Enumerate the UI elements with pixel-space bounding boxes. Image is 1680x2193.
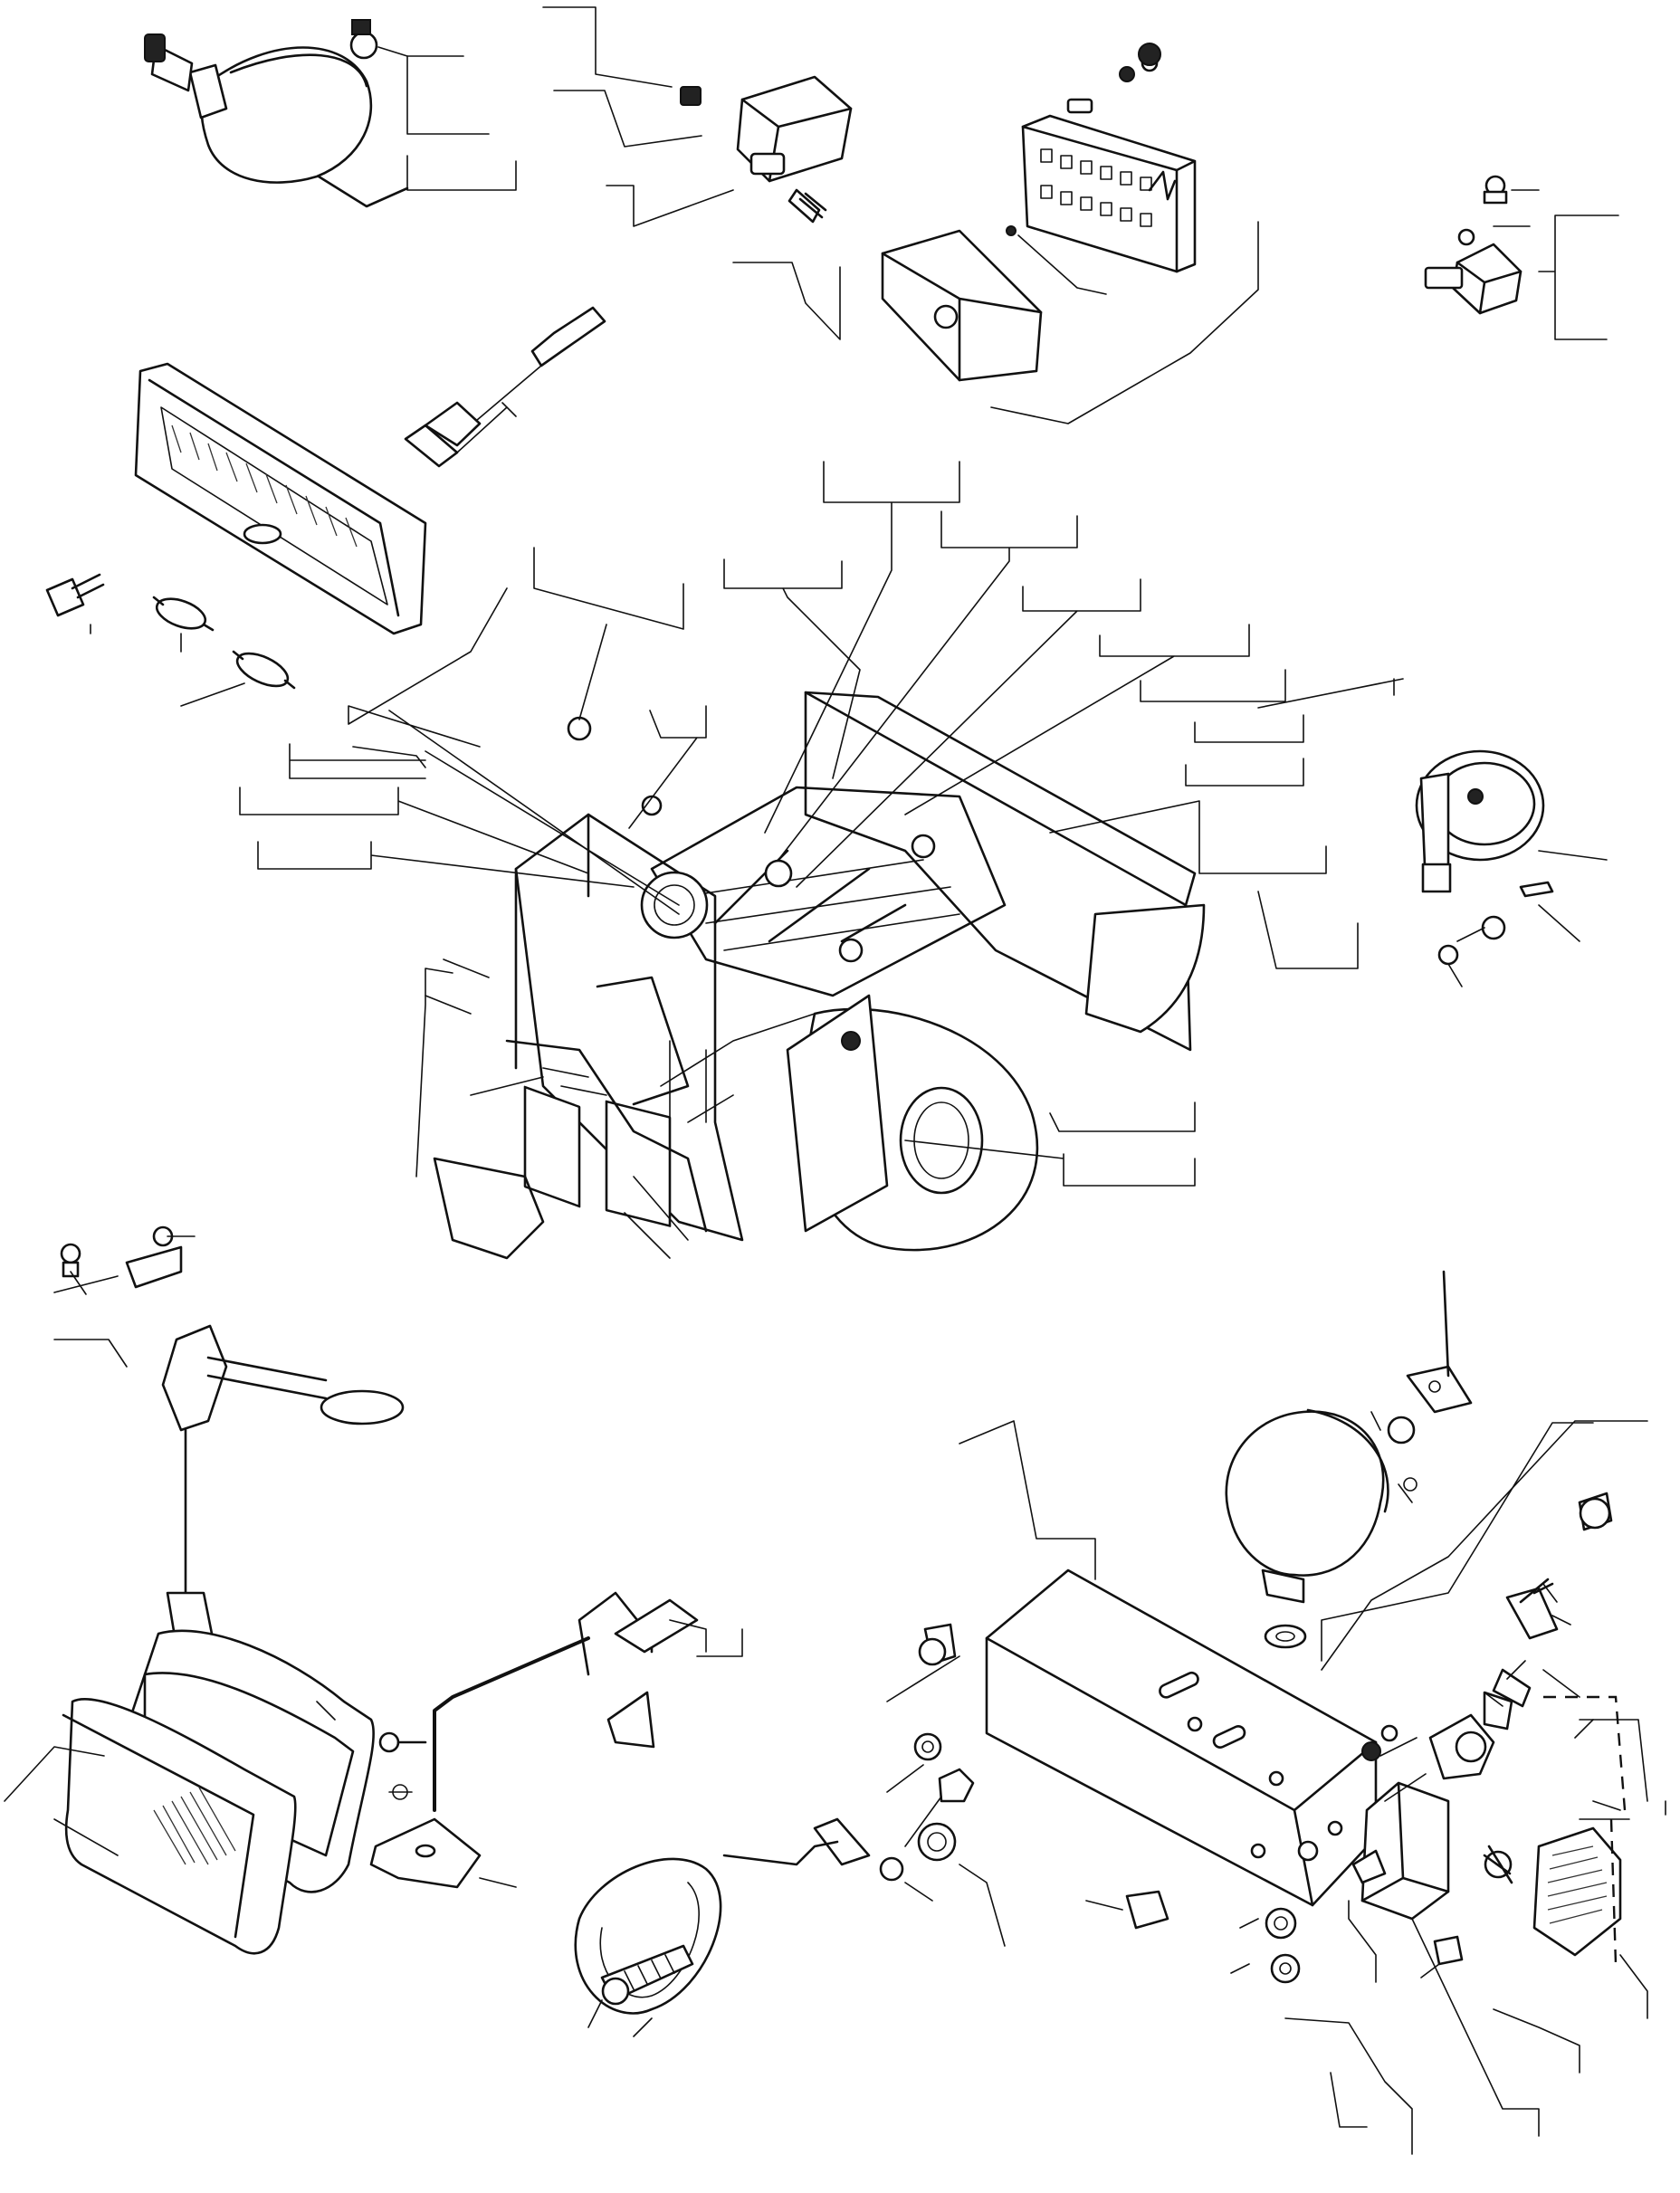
combination-lamp: [134, 362, 427, 635]
leader-relay-4: [732, 262, 841, 340]
lamp-screw: [45, 573, 105, 617]
leader-lamp-1: [377, 46, 490, 135]
horn: [1415, 749, 1608, 987]
lamp-bracket-box: [886, 1568, 1378, 1984]
fuse-block: [1021, 43, 1197, 273]
leader-comb-2: [180, 633, 245, 707]
leader-switch-4: [1348, 1900, 1377, 1983]
turn-signal-switch: [53, 1225, 405, 1649]
leader-switch-7: [1493, 2008, 1580, 2074]
machine-body: [425, 691, 1206, 1260]
bolt: [587, 1944, 694, 2028]
front-lamp: [1225, 1270, 1648, 1671]
wire-clip: [614, 1598, 743, 1657]
bulb-small-1: [349, 19, 378, 60]
leader-switch-6: [1411, 1918, 1540, 2137]
leader-switch-2: [1542, 1583, 1580, 1698]
switch-box: [1351, 1695, 1627, 1966]
leader-lamp-3: [406, 155, 517, 191]
leader-switch-3: [1484, 1660, 1526, 1707]
work-lamp-lens: [4, 1629, 375, 1955]
wire-connector: [404, 306, 606, 468]
lamp-bulbs: [152, 596, 296, 690]
leader-fuse-2: [990, 221, 1259, 424]
buzzer: [1361, 1578, 1559, 1780]
leader-small-relay: [1493, 189, 1619, 340]
leader-switch-11: [1574, 1719, 1621, 1811]
head-lamp-rear: [144, 33, 409, 208]
leader-relay-3: [606, 185, 734, 227]
leader-switch-9: [1420, 1963, 1440, 1978]
leader-box-1: [959, 1420, 1096, 1580]
leader-relay-2: [553, 90, 702, 148]
body-leaders: [239, 461, 1404, 1187]
leader-right-edge: [1579, 1719, 1666, 1820]
dash-line-right: [1609, 1818, 1618, 1965]
fuse-box-cover: [881, 225, 1043, 382]
leader-switch-1: [1379, 1737, 1427, 1802]
small-relay: [1424, 175, 1522, 315]
leader-switch-10: [1330, 2072, 1368, 2128]
leader-switch-8: [1619, 1954, 1648, 2019]
mirror-stay: [369, 1591, 654, 1889]
leader-relay-1: [542, 6, 673, 88]
leader-switch-5: [1284, 2017, 1413, 2155]
leader-box-2: [1321, 1422, 1594, 1662]
leader-fuse-1: [1017, 234, 1107, 295]
flasher-relay: [680, 75, 853, 224]
